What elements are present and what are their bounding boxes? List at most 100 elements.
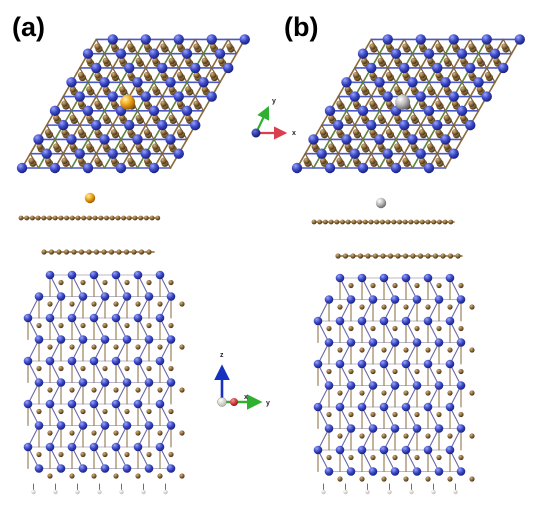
carbon-atom	[71, 249, 77, 255]
carbon-atom	[328, 143, 335, 150]
carbon-atom	[91, 473, 97, 479]
carbon-atom	[80, 408, 86, 415]
top-view-a	[16, 34, 250, 174]
carbon-atom	[143, 71, 151, 79]
carbon-atom	[152, 86, 159, 93]
blue-atom	[100, 464, 110, 473]
blue-atom	[423, 162, 435, 174]
bottom-atom	[31, 489, 36, 495]
carbon-atom	[113, 387, 119, 393]
carbon-atom	[425, 304, 431, 310]
carbon-atom	[135, 473, 141, 479]
carbon-atom	[123, 249, 130, 255]
carbon-atom	[385, 157, 393, 165]
blue-atom	[465, 62, 476, 74]
carbon-atom	[168, 114, 176, 122]
axis-origin	[251, 128, 261, 138]
carbon-atom	[418, 71, 426, 79]
blue-atom	[341, 134, 352, 145]
blue-atom	[190, 62, 201, 74]
carbon-atom	[447, 253, 454, 259]
blue-atom	[313, 359, 323, 369]
blue-atom	[89, 442, 99, 452]
blue-atom	[368, 424, 378, 433]
carbon-atom	[64, 215, 69, 221]
carbon-atom	[108, 249, 115, 255]
blue-atom	[181, 48, 193, 59]
carbon-atom	[381, 304, 387, 310]
bottom-atom	[163, 489, 168, 495]
carbon-atom	[436, 368, 442, 375]
green-bond	[412, 38, 488, 169]
carbon-atom	[80, 322, 86, 329]
blue-atom	[155, 270, 165, 280]
blue-atom	[366, 119, 377, 131]
top-view-b	[291, 34, 525, 174]
blue-atom	[56, 464, 66, 473]
carbon-atom	[334, 219, 340, 225]
carbon-atom	[152, 143, 159, 150]
carbon-atom	[102, 114, 110, 122]
blue-atom	[56, 292, 66, 301]
blue-atom	[341, 77, 352, 88]
blue-atom	[173, 34, 184, 45]
blue-atom	[67, 356, 77, 366]
carbon-atom	[135, 387, 141, 393]
carbon-atom	[201, 57, 209, 65]
carbon-atom	[47, 473, 53, 479]
blue-atom	[324, 295, 334, 304]
carbon-atom	[77, 100, 85, 107]
carbon-atom	[381, 476, 387, 482]
blue-atom	[349, 148, 360, 159]
carbon-atom	[135, 430, 141, 436]
blue-atom	[239, 34, 250, 45]
slab-top-layer	[41, 249, 155, 255]
slab-lattice	[23, 270, 185, 479]
carbon-atom	[93, 249, 100, 255]
blue-atom	[374, 134, 385, 145]
blue-atom	[115, 162, 127, 174]
carbon-atom	[127, 43, 134, 50]
blue-atom	[144, 421, 154, 430]
blue-atom	[111, 399, 121, 409]
carbon-atom	[75, 215, 81, 221]
carbon-atom	[135, 86, 143, 93]
blue-atom	[473, 77, 484, 88]
axis-label-x-side: x	[244, 394, 248, 401]
carbon-atom	[443, 86, 451, 93]
carbon-atom	[146, 279, 152, 286]
carbon-atom	[402, 129, 409, 136]
blue-atom	[423, 273, 433, 283]
green-bond	[38, 38, 114, 169]
blue-atom	[45, 356, 55, 366]
carbon-atom	[337, 390, 343, 396]
axis-label-z: z	[220, 352, 224, 359]
carbon-atom	[380, 219, 385, 225]
carbon-atom	[328, 219, 334, 225]
carbon-atom	[447, 390, 453, 396]
carbon-atom	[36, 408, 42, 415]
carbon-atom	[387, 253, 394, 259]
bottom-passivation-layer	[31, 483, 168, 495]
blue-atom	[99, 134, 110, 145]
carbon-atom	[176, 71, 184, 79]
carbon-atom	[350, 253, 356, 259]
blue-atom	[91, 119, 102, 131]
blue-atom	[335, 273, 345, 283]
carbon-atom	[410, 86, 418, 93]
blue-atom	[144, 378, 154, 387]
carbon-atom	[91, 301, 97, 307]
carbon-atom	[303, 157, 310, 165]
carbon-atom	[370, 454, 376, 461]
carbon-atom	[135, 143, 143, 150]
blue-atom	[291, 162, 303, 174]
carbon-atom	[81, 215, 87, 221]
blue-atom	[316, 148, 327, 159]
blue-atom	[23, 442, 33, 452]
carbon-atom	[116, 249, 122, 255]
carbon-atom	[115, 215, 121, 221]
carbon-atom	[77, 71, 85, 79]
carbon-atom	[30, 215, 35, 221]
carbon-atom	[69, 86, 77, 93]
panel-label-b: (b)	[284, 12, 318, 42]
